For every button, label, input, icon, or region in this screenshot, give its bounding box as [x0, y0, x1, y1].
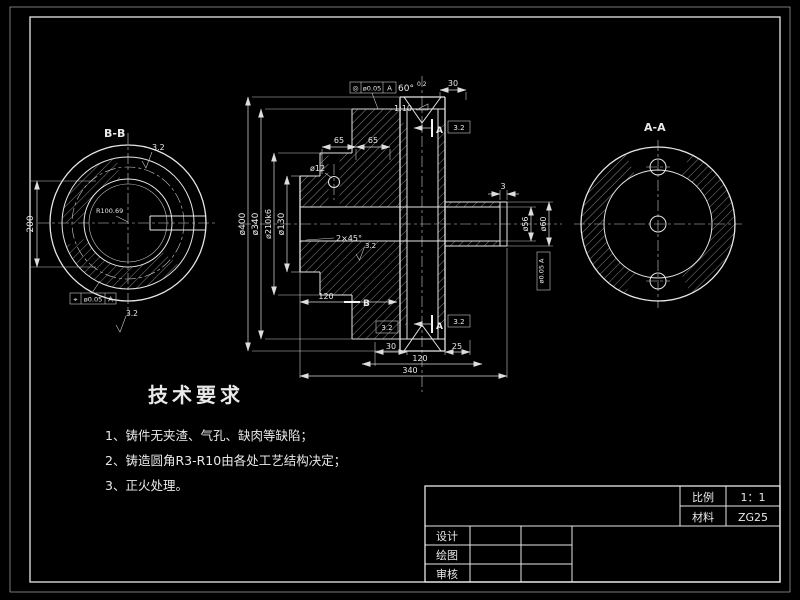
- section-flag-a-bottom: A: [436, 322, 443, 332]
- roughness-mid: 3.2: [365, 242, 376, 250]
- dim-dia400: ø400: [238, 212, 248, 235]
- bb-ring-circle: [61, 156, 195, 290]
- dim-30-top: 30: [448, 79, 458, 88]
- title-block: 比例 1：1 材料 ZG25 设计 绘图 审核: [424, 485, 781, 583]
- bb-gdt-symbol: ⌖: [74, 296, 78, 304]
- aa-inner-circle: [603, 169, 713, 279]
- main-gdt-value: ø0.05: [363, 85, 381, 93]
- dim-angle-60: 60°: [398, 84, 414, 94]
- bb-roughness-icon-top: [141, 151, 153, 169]
- bb-bolt-circle: [71, 166, 185, 280]
- section-flag-a-top: A: [436, 126, 443, 136]
- technical-requirements: 技术要求 1、铸件无夹渣、气孔、缺肉等缺陷； 2、铸造圆角R3-R10由各处工艺…: [105, 383, 346, 493]
- dim-chamfer: 2×45°: [336, 234, 362, 243]
- roughness-box-left: 3.2: [381, 324, 392, 332]
- tech-requirement-item: 3、正火处理。: [105, 478, 188, 493]
- section-flag-b: B: [363, 299, 370, 309]
- dim-dia60: ø60: [539, 216, 548, 231]
- dim-340: 340: [402, 366, 417, 375]
- drawing-frame: [9, 6, 791, 593]
- dim-25: 25: [452, 342, 462, 351]
- taper-icon: [415, 103, 429, 111]
- bb-gdt-value: ø0.05: [84, 296, 102, 304]
- tech-requirements-title: 技术要求: [148, 383, 244, 407]
- dim-65-right: 65: [368, 136, 378, 145]
- main-gdt-symbol: ◎: [352, 85, 358, 93]
- aa-view-label: A-A: [644, 121, 666, 134]
- dim-dia210k6: ø210k6: [264, 209, 273, 239]
- dim-angle-tol: 0.2: [417, 81, 427, 88]
- bb-gdt-frame: ⌖ ø0.05 A: [69, 280, 117, 305]
- tech-requirement-item: 2、铸造圆角R3-R10由各处工艺结构决定；: [105, 453, 346, 468]
- main-gdt-frame-top: ◎ ø0.05 A: [349, 81, 397, 110]
- aa-outer-circle: [580, 146, 736, 302]
- dim-120-upper: 120: [318, 292, 333, 301]
- dim-30-bottom: 30: [386, 342, 396, 351]
- bb-roughness-bottom: 3.2: [126, 309, 138, 318]
- title-block-row-check: 审核: [436, 567, 458, 581]
- title-block-row-design: 设计: [436, 530, 458, 543]
- main-gdt-frame-right: [536, 251, 551, 291]
- bb-hatch-upper: [62, 158, 121, 223]
- bb-hatch-lower: [66, 238, 179, 290]
- dim-dia12: ø12: [310, 164, 325, 173]
- taper-label: 1:10: [394, 104, 412, 113]
- title-block-material-value: ZG25: [738, 511, 768, 524]
- dim-3: 3: [500, 182, 505, 191]
- roughness-box-bottom: 3.2: [453, 318, 464, 326]
- bb-bore-circle: [88, 183, 168, 263]
- bb-roughness-icon-bottom: [115, 315, 127, 333]
- title-block-row-draw: 绘图: [436, 548, 458, 562]
- bb-gdt-datum: A: [108, 296, 113, 304]
- tech-requirement-item: 1、铸件无夹渣、气孔、缺肉等缺陷；: [105, 428, 313, 443]
- bb-inner-circle: [83, 178, 173, 268]
- dim-65-left: 65: [334, 136, 344, 145]
- view-main-section: ø400 ø340 ø210k6 ø130 65 65 60° 0.2 30: [238, 76, 562, 392]
- roughness-icon-mid: [355, 246, 365, 261]
- view-section-bb: 200 B-B 3.2 R100.69 ⌖ ø0.05 A 3.2: [26, 127, 218, 333]
- title-block-material-label: 材料: [692, 510, 714, 524]
- bb-outer-circle: [49, 144, 207, 302]
- diameter-dimensions: ø400 ø340 ø210k6 ø130: [238, 96, 400, 352]
- main-gdt-right-text: ø0.05 A: [538, 258, 546, 284]
- dim-dia130: ø130: [277, 212, 287, 235]
- bb-roughness-top: 3.2: [152, 143, 165, 152]
- aa-center-hole: [649, 215, 667, 233]
- bb-view-label: B-B: [104, 127, 125, 140]
- view-section-aa: A-A: [574, 121, 742, 308]
- roughness-box-top: 3.2: [453, 124, 464, 132]
- dim-dia56: ø56: [521, 216, 530, 231]
- bb-dim-200: 200: [26, 215, 36, 232]
- dim-120-lower: 120: [412, 354, 427, 363]
- dim-dia340: ø340: [251, 212, 261, 235]
- title-block-scale-value: 1：1: [741, 491, 766, 504]
- title-block-scale-label: 比例: [692, 490, 714, 504]
- main-gdt-datum: A: [387, 85, 392, 93]
- bb-radius-label: R100.69: [96, 207, 123, 215]
